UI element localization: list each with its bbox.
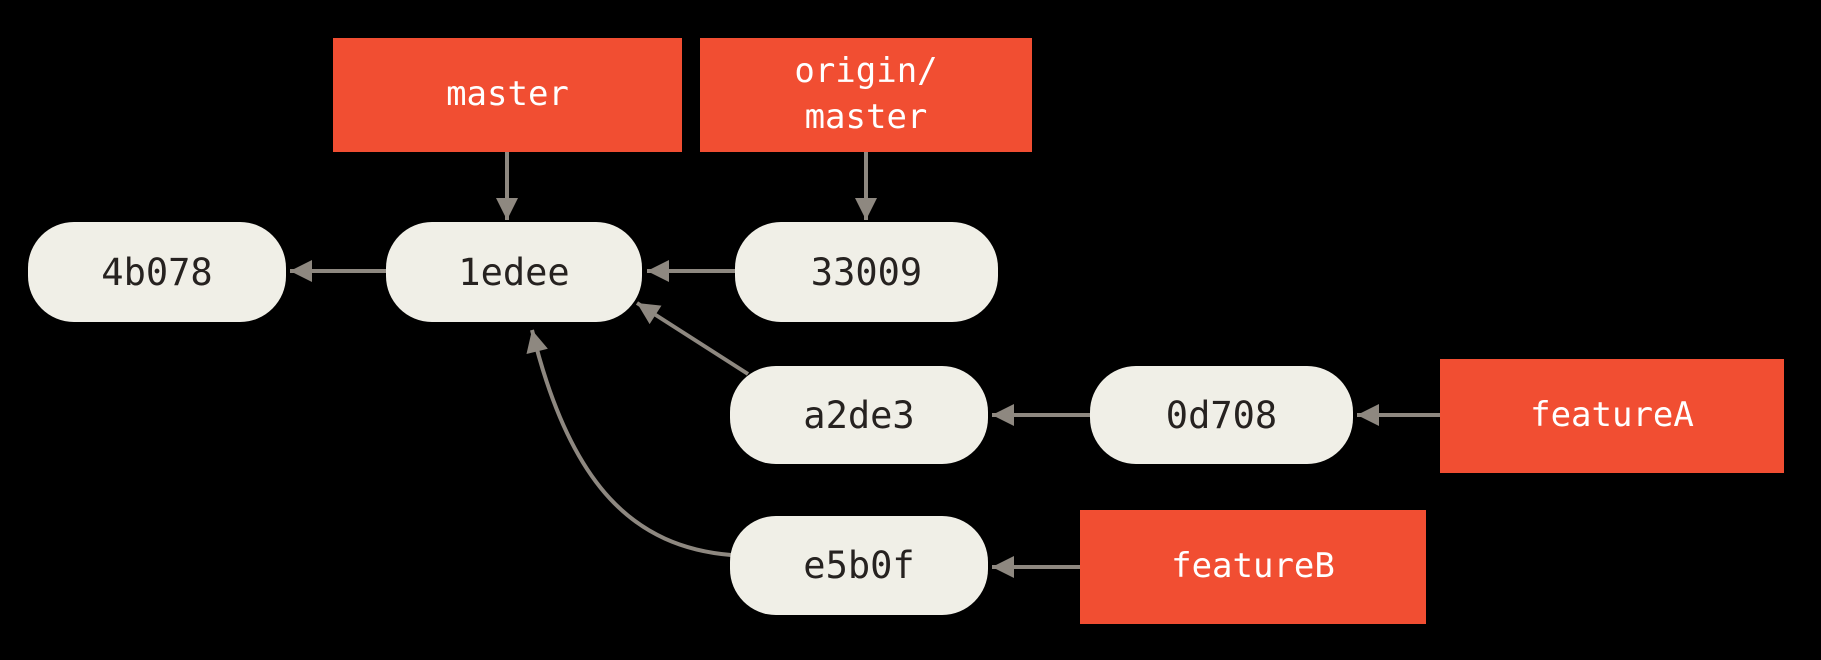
edge-a2de3-to-1edee: [635, 301, 750, 376]
commit-node-4b078: 4b078: [28, 222, 286, 322]
branch-label-featureA: featureA: [1440, 359, 1784, 473]
branch-label-origin-master: origin/ master: [700, 38, 1032, 152]
edge-e5b0f-to-1edee: [526, 329, 732, 557]
commit-node-33009: 33009: [735, 222, 998, 322]
commit-node-1edee: 1edee: [386, 222, 642, 322]
branch-label-featureB: featureB: [1080, 510, 1426, 624]
commit-node-a2de3: a2de3: [730, 366, 988, 464]
branch-label-master: master: [333, 38, 682, 152]
commit-node-0d708: 0d708: [1090, 366, 1353, 464]
commit-node-e5b0f: e5b0f: [730, 516, 988, 615]
